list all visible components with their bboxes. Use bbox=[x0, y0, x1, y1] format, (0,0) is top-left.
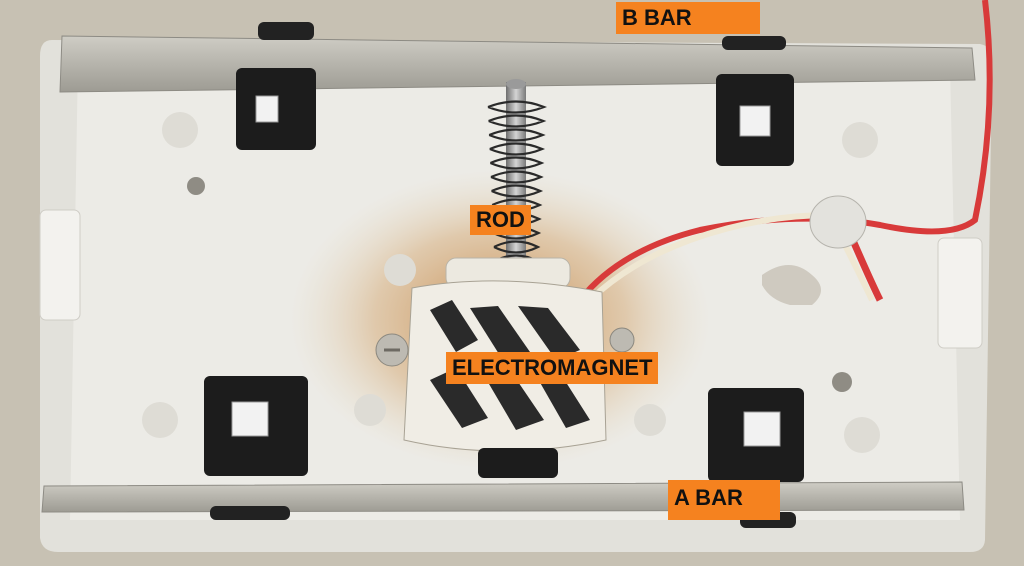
a-bar-label: A BAR bbox=[668, 480, 780, 520]
white-wire bbox=[587, 212, 831, 303]
rod-tip bbox=[506, 79, 526, 89]
b-bar-pad-right bbox=[722, 36, 786, 50]
mounting-holes bbox=[142, 112, 880, 453]
left-clip bbox=[39, 209, 81, 321]
electromagnet-label: ELECTROMAGNET bbox=[446, 352, 659, 384]
a-bar bbox=[41, 481, 965, 513]
rod-label: ROD bbox=[470, 205, 531, 235]
a-bar-pad-left bbox=[210, 506, 290, 520]
rubber-block-top-left bbox=[236, 68, 316, 150]
rubber-block-bottom-left bbox=[204, 376, 308, 476]
rubber-block-bottom-right bbox=[708, 388, 804, 482]
rubber-block-top-right bbox=[716, 74, 794, 166]
rod bbox=[506, 82, 526, 272]
spring bbox=[487, 100, 548, 268]
red-wire bbox=[577, 0, 993, 302]
wire-clip bbox=[809, 195, 867, 249]
right-clip bbox=[937, 237, 983, 349]
b-bar-pad-left bbox=[258, 22, 314, 40]
b-bar-label: B BAR bbox=[616, 2, 760, 34]
